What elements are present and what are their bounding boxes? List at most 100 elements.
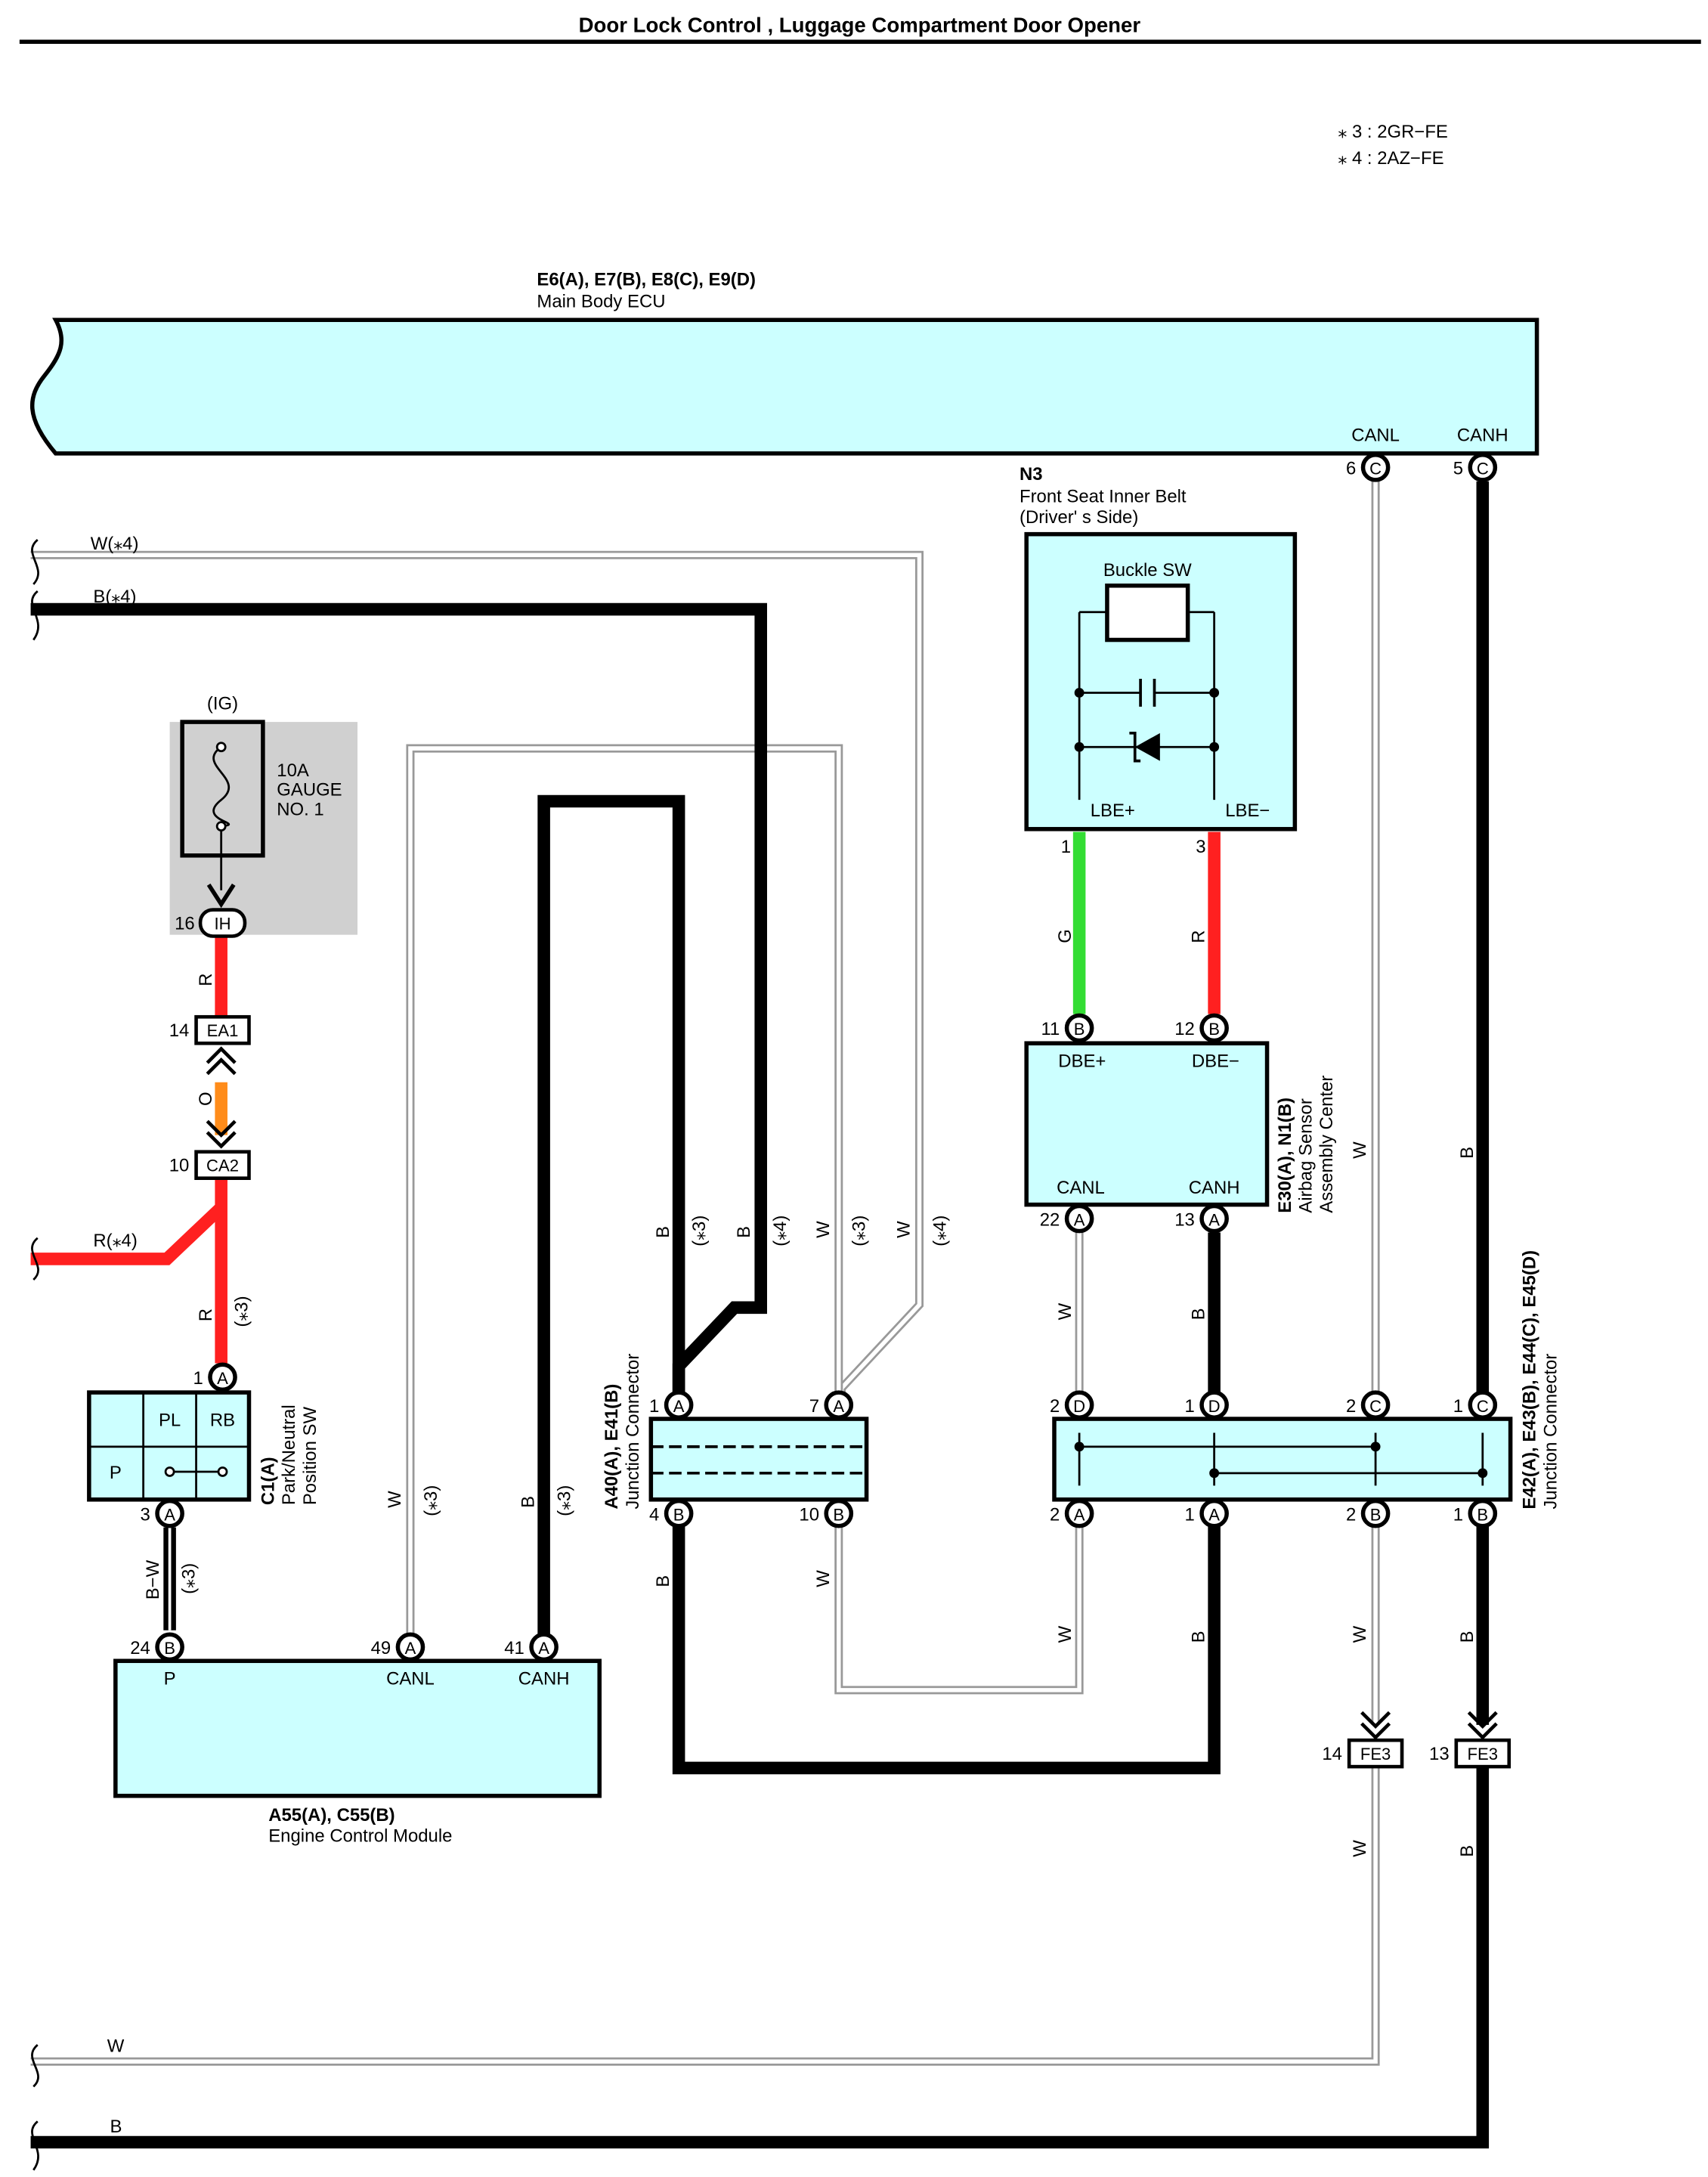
belt-name2: (Driver' s Side) bbox=[1020, 507, 1138, 528]
label-b-airbag: B bbox=[1189, 1308, 1209, 1320]
fuse-name2: NO. 1 bbox=[277, 799, 323, 819]
label-n3-ecm-b: (⁎3) bbox=[555, 1485, 575, 1516]
main-ecu-name: Main Body ECU bbox=[537, 292, 665, 312]
svg-text:A: A bbox=[164, 1505, 175, 1524]
label-r-ca2: R bbox=[196, 1308, 216, 1321]
airbag-canl-label: CANL bbox=[1057, 1178, 1105, 1198]
pin-jc1-7-num: 7 bbox=[809, 1396, 819, 1417]
junction-connector-a40: A40(A), E41(B) Junction Connector bbox=[602, 1354, 869, 1510]
ih-pin: 16 bbox=[175, 913, 195, 934]
ea1-label: EA1 bbox=[207, 1021, 239, 1040]
belt-pin3: 3 bbox=[1196, 837, 1205, 857]
lbe-minus-label: LBE− bbox=[1225, 801, 1270, 821]
pin-pnp-1: A bbox=[208, 1362, 237, 1392]
label-n3-bw: (⁎3) bbox=[179, 1563, 200, 1594]
main-ecu-code: E6(A), E7(B), E8(C), E9(D) bbox=[537, 269, 756, 290]
svg-text:C: C bbox=[1477, 460, 1489, 478]
pnp-code: C1(A) bbox=[258, 1457, 279, 1505]
dbe-minus-label: DBE− bbox=[1192, 1051, 1239, 1071]
buckle-sw-label: Buckle SW bbox=[1103, 560, 1192, 581]
wire-w-loop-bottom bbox=[834, 1513, 1084, 1695]
pin-airbag-22-num: 22 bbox=[1040, 1209, 1060, 1230]
fe3-pin-b: 13 bbox=[1429, 1744, 1450, 1764]
pin-pnp-3: A bbox=[155, 1498, 184, 1528]
label-n3-jc1-1: (⁎3) bbox=[689, 1215, 710, 1246]
svg-text:B: B bbox=[673, 1505, 685, 1524]
pin-ecu-canh-num: 5 bbox=[1453, 459, 1463, 479]
pin-jc2-bot-2-num: 2 bbox=[1346, 1504, 1356, 1525]
fe3-box-w bbox=[1347, 1738, 1404, 1769]
label-b-bottom: B bbox=[110, 2117, 122, 2137]
ca2-label: CA2 bbox=[206, 1156, 239, 1175]
pin-airbag-13: A bbox=[1199, 1203, 1229, 1234]
wire-b4-top bbox=[30, 602, 767, 1405]
pin-jc2-bot-0-num: 2 bbox=[1050, 1504, 1060, 1525]
ea1-pin: 14 bbox=[169, 1020, 190, 1041]
pin-jc2-top-1: D bbox=[1199, 1390, 1229, 1420]
pin-markers: C 6 C 5 B 11 B 12 A 22 A 13 A 1 A 3 B 24… bbox=[130, 453, 1498, 1662]
pin-jc1-7: A bbox=[824, 1390, 854, 1420]
pin-pnp-3-num: 3 bbox=[141, 1504, 150, 1525]
pin-jc2-top-0-num: 2 bbox=[1050, 1396, 1060, 1417]
pin-jc2-bot-0: A bbox=[1064, 1498, 1094, 1528]
junction-connector-e42: E42(A), E43(B), E44(C), E45(D) Junction … bbox=[1052, 1250, 1561, 1510]
pin-jc1-10: B bbox=[824, 1498, 854, 1528]
page-title: Door Lock Control , Luggage Compartment … bbox=[579, 13, 1141, 36]
pnp-rb: RB bbox=[210, 1410, 235, 1430]
pin-jc2-bot-3-num: 1 bbox=[1453, 1504, 1463, 1525]
pin-jc2-top-0: D bbox=[1064, 1390, 1094, 1420]
pin-airbag-12-num: 12 bbox=[1174, 1019, 1195, 1039]
pin-pnp-1-num: 1 bbox=[193, 1368, 203, 1389]
inline-connectors: EA1 14 CA2 10 bbox=[169, 1014, 251, 1180]
ecm-code: A55(A), C55(B) bbox=[268, 1805, 395, 1826]
pin-ecm-24: B bbox=[155, 1632, 184, 1662]
pin-airbag-11: B bbox=[1064, 1013, 1094, 1043]
wire-w3-ecm-canl bbox=[406, 744, 843, 1647]
wire-w4-top bbox=[30, 550, 924, 1405]
svg-text:A: A bbox=[217, 1369, 228, 1388]
pnp-pl: PL bbox=[159, 1410, 181, 1430]
main-ecu-box bbox=[30, 317, 1539, 456]
wire-labels: W(⁎4) B(⁎4) R(⁎4) W B R O R (⁎3) B−W (⁎3… bbox=[91, 534, 1477, 2137]
wire-b3-ecm-canh bbox=[537, 794, 685, 1647]
belt-box bbox=[1024, 531, 1298, 831]
dbe-plus-label: DBE+ bbox=[1058, 1051, 1106, 1071]
svg-text:B: B bbox=[1370, 1505, 1382, 1524]
label-b-jc2-bot: B bbox=[1189, 1630, 1209, 1643]
park-neutral-switch: PL RB P C1(A) Park/Neutral Position SW bbox=[87, 1390, 320, 1505]
pin-jc2-bot-1: A bbox=[1199, 1498, 1229, 1528]
front-seat-inner-belt: N3 Front Seat Inner Belt (Driver' s Side… bbox=[1020, 464, 1298, 857]
label-b-jc1-2: B bbox=[734, 1226, 754, 1238]
svg-text:C: C bbox=[1369, 1397, 1382, 1416]
ecm-name: Engine Control Module bbox=[268, 1826, 452, 1846]
note-4: ⁎ 4 : 2AZ−FE bbox=[1338, 148, 1443, 169]
pin-ecm-41: A bbox=[529, 1632, 559, 1662]
fe3-pin-w: 14 bbox=[1322, 1744, 1342, 1764]
label-w-ecm: W bbox=[385, 1491, 405, 1508]
ca2-pin: 10 bbox=[169, 1155, 190, 1175]
label-w-jc2-bot: W bbox=[1055, 1625, 1075, 1643]
label-w-jc1-3: W bbox=[813, 1221, 834, 1238]
svg-text:A: A bbox=[1208, 1505, 1220, 1524]
svg-text:C: C bbox=[1369, 460, 1382, 478]
fe3-connectors: FE3 FE3 14 13 bbox=[1322, 1711, 1512, 1769]
w-wires bbox=[30, 481, 1380, 2066]
label-n4-jc1-4: (⁎4) bbox=[930, 1215, 950, 1246]
label-o: O bbox=[196, 1092, 216, 1106]
pin-jc2-top-2: C bbox=[1360, 1390, 1391, 1420]
pin-jc1-4-num: 4 bbox=[649, 1504, 659, 1525]
ea1-box bbox=[194, 1014, 251, 1045]
svg-text:B: B bbox=[1074, 1020, 1085, 1039]
label-n3-jc1-3: (⁎3) bbox=[849, 1215, 870, 1246]
pnp-name: Park/Neutral bbox=[279, 1404, 299, 1505]
b-wires bbox=[30, 481, 1490, 2149]
svg-text:A: A bbox=[1074, 1210, 1085, 1229]
label-bw: B−W bbox=[143, 1559, 163, 1599]
pin-ecm-49: A bbox=[395, 1632, 425, 1662]
svg-text:D: D bbox=[1208, 1397, 1221, 1416]
label-r-belt: R bbox=[1189, 930, 1209, 943]
pin-ecu-canh: C bbox=[1468, 453, 1498, 482]
fuse-symbol bbox=[212, 746, 231, 828]
wire-w-bottom bbox=[30, 1767, 1380, 2066]
buckle-sw-box bbox=[1105, 583, 1190, 643]
